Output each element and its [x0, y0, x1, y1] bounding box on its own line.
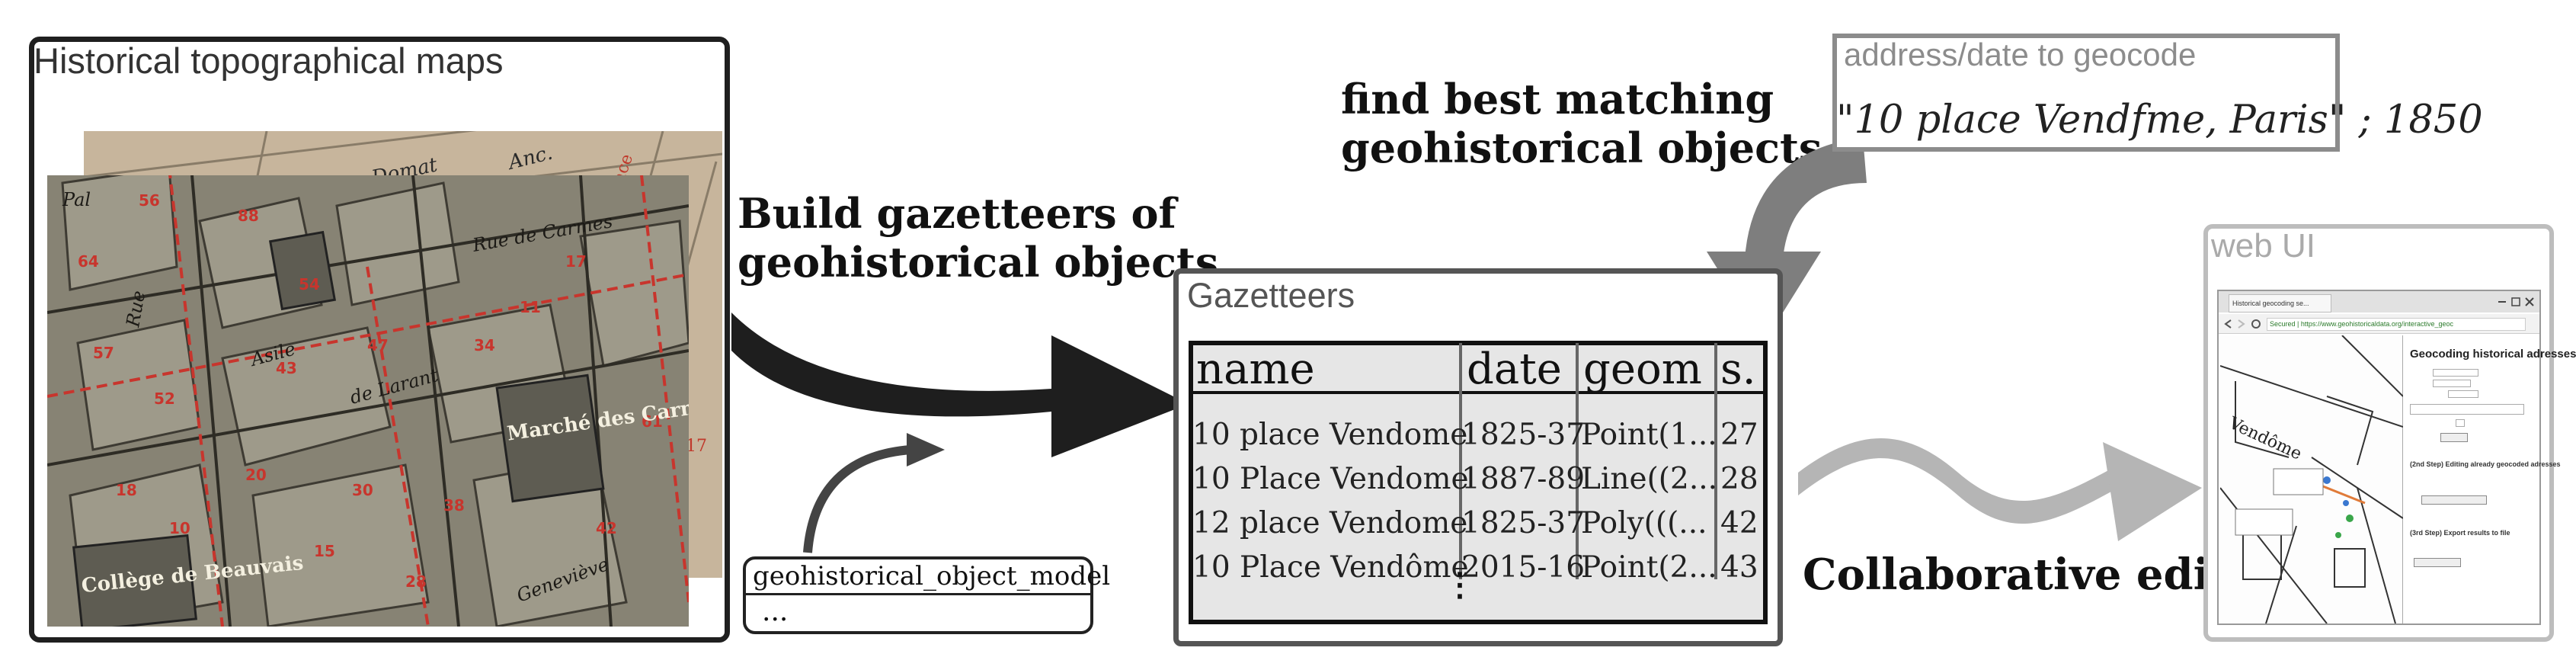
gazetteer-table	[1189, 341, 1768, 624]
web-ui-title: web UI	[2211, 227, 2315, 264]
model-attributes-ellipsis: ...	[762, 596, 789, 627]
front-map-drawing: 56 88 54 57 52 43 47 34 11 18 20 30 38 42 10 15 28 6…	[47, 175, 689, 627]
form-field[interactable]	[2433, 369, 2478, 377]
webui-side-panel	[2406, 335, 2539, 624]
table-cell: Point(1...	[1581, 418, 1717, 452]
address-box-title: address/date to geocode	[1844, 37, 2197, 72]
historical-map-sheet-front: 56 88 54 57 52 43 47 34 11 18 20 30 38 42 10 15 28 6…	[47, 175, 689, 627]
form-field[interactable]	[2433, 380, 2471, 387]
table-header-divider	[1191, 391, 1765, 394]
browser-url-field[interactable]: Secured | https://www.geohistoricaldata.…	[2267, 318, 2526, 331]
svg-text:Anc.: Anc.	[504, 142, 555, 175]
label-find-best-match: find best matching geohistorical objects	[1341, 75, 1822, 172]
svg-text:17: 17	[686, 437, 707, 456]
column-header-geom: geom	[1583, 345, 1702, 394]
svg-text:10: 10	[169, 519, 190, 537]
svg-text:61: 61	[642, 412, 663, 431]
svg-text:11: 11	[520, 298, 541, 316]
export-button[interactable]	[2414, 558, 2461, 567]
table-cell: 10 Place Vendome	[1192, 462, 1469, 496]
svg-text:57: 57	[93, 344, 114, 362]
webui-heading: Geocoding historical adresses	[2410, 348, 2576, 361]
table-cell: 10 place Vendome	[1192, 418, 1468, 452]
label-build-gazetteers: Build gazetteers of geohistorical object…	[738, 189, 1218, 287]
address-input-box	[1832, 34, 2340, 152]
model-box-divider	[746, 593, 1090, 595]
svg-text:18: 18	[116, 481, 137, 499]
update-button[interactable]	[2421, 495, 2487, 505]
model-name: geohistorical_object_model	[753, 561, 1111, 591]
table-cell: 1825-37	[1461, 418, 1586, 452]
table-cell: Poly(((...	[1581, 506, 1707, 540]
svg-text:17: 17	[565, 252, 587, 271]
svg-text:54: 54	[299, 275, 320, 293]
table-cell: 28	[1720, 462, 1758, 496]
column-divider	[1714, 343, 1717, 579]
curved-arrow-dark	[731, 313, 1189, 457]
label-find-line1: find best matching	[1341, 75, 1774, 123]
column-divider	[1576, 343, 1579, 579]
svg-text:52: 52	[154, 389, 175, 408]
svg-text:56: 56	[139, 191, 160, 210]
table-cell: 43	[1720, 550, 1758, 585]
geocode-button[interactable]	[2440, 433, 2468, 442]
table-cell: 2015-16	[1461, 550, 1586, 585]
table-cell: 1825-37	[1461, 506, 1586, 540]
svg-text:38: 38	[443, 496, 465, 515]
webui-map-view[interactable]: Vendôme	[2219, 335, 2404, 624]
browser-nav-icons[interactable]	[2222, 317, 2264, 331]
model-box	[743, 556, 1093, 634]
wavy-arrow-light	[1798, 438, 2202, 541]
browser-tab[interactable]: Historical geocoding se...	[2229, 294, 2331, 313]
column-divider	[1459, 343, 1462, 579]
svg-text:47: 47	[367, 336, 389, 354]
form-field[interactable]	[2456, 419, 2465, 427]
vertical-dots-icon: ⋮	[1444, 566, 1476, 603]
table-cell: 27	[1720, 418, 1758, 452]
form-field[interactable]	[2448, 390, 2478, 398]
svg-text:64: 64	[78, 252, 99, 271]
webui-form	[2410, 369, 2532, 453]
column-header-name: name	[1196, 345, 1315, 394]
webui-section-editing: (2nd Step) Editing already geocoded adre…	[2410, 460, 2561, 468]
label-find-line2: geohistorical objects	[1341, 123, 1822, 172]
svg-text:20: 20	[245, 466, 267, 484]
table-cell: 1887-89	[1461, 462, 1586, 496]
table-cell: 10 Place Vendôme	[1192, 550, 1469, 585]
map-label-pal: Pal	[62, 189, 91, 210]
window-controls-icon[interactable]	[2495, 294, 2537, 309]
label-build-line2: geohistorical objects	[738, 238, 1219, 287]
column-header-date: date	[1467, 345, 1562, 394]
small-curved-arrow	[803, 433, 945, 553]
gazetteers-title: Gazetteers	[1187, 276, 1355, 315]
svg-text:42: 42	[596, 519, 617, 537]
table-cell: Line((2...	[1581, 462, 1718, 496]
form-field[interactable]	[2410, 404, 2524, 415]
svg-text:43: 43	[276, 359, 297, 377]
table-cell: Point(2...	[1581, 550, 1717, 585]
svg-text:34: 34	[474, 336, 495, 354]
svg-text:30: 30	[352, 481, 373, 499]
table-cell: 12 place Vendome	[1192, 506, 1468, 540]
webui-map-drawing: Vendôme	[2219, 335, 2404, 624]
svg-text:88: 88	[238, 207, 259, 225]
webui-section-export: (3rd Step) Export results to file	[2410, 529, 2510, 537]
column-header-score: s.	[1720, 345, 1756, 394]
label-build-line1: Build gazetteers of	[738, 189, 1176, 238]
table-cell: 42	[1720, 506, 1758, 540]
svg-text:15: 15	[314, 542, 335, 560]
address-query: "10 place Vendfme, Paris" ; 1850	[1836, 98, 2483, 143]
maps-panel-title: Historical topographical maps	[34, 40, 504, 81]
webui-map-label: Vendôme	[2226, 413, 2305, 463]
svg-text:28: 28	[405, 572, 427, 591]
